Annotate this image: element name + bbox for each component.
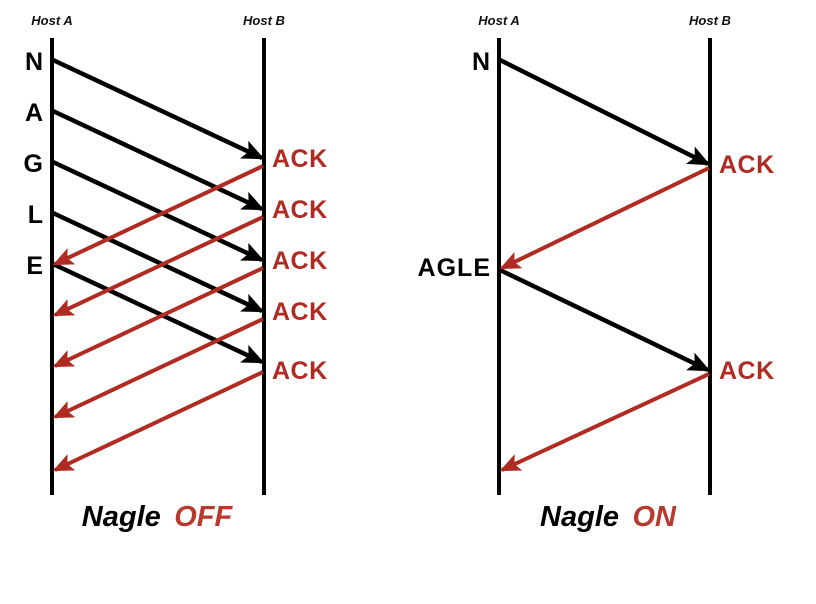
- ack-label: ACK: [272, 298, 328, 326]
- ack-segment-arrow: [52, 215, 264, 317]
- ack-segment-arrow: [499, 166, 710, 270]
- byte-label-e: E: [26, 252, 44, 280]
- data-segment-arrow: [52, 57, 265, 161]
- panel-nagle-off: Host A Host B N A G L E ACK ACK: [24, 13, 328, 533]
- data-segment-arrow: [52, 210, 265, 314]
- ack-segment-arrow: [499, 372, 710, 472]
- caption-nagle-on: Nagle ON: [540, 501, 677, 533]
- ack-label: ACK: [272, 357, 328, 385]
- ack-label: ACK: [272, 145, 328, 173]
- data-segment-arrow: [52, 108, 265, 212]
- host-b-label-right: Host B: [689, 13, 731, 28]
- data-segment-arrow: [52, 261, 265, 365]
- ack-label: ACK: [719, 151, 775, 179]
- host-b-label-left: Host B: [243, 13, 285, 28]
- ack-segment-arrow: [52, 266, 264, 368]
- caption-word-nagle: Nagle: [540, 501, 619, 533]
- ack-label: ACK: [719, 357, 775, 385]
- data-segment-arrow: [498, 57, 711, 167]
- ack-segment-arrow: [52, 370, 264, 472]
- data-segment-arrow: [499, 267, 711, 373]
- caption-word-state: ON: [632, 501, 677, 533]
- byte-label-agle: AGLE: [418, 254, 491, 282]
- data-segment-arrow: [52, 159, 265, 263]
- host-a-label-left: Host A: [31, 13, 72, 28]
- ack-segment-arrow: [52, 164, 264, 266]
- byte-label-a: A: [25, 99, 44, 127]
- panel-nagle-on: Host A Host B N AGLE ACK ACK Nagle ON: [418, 13, 775, 533]
- caption-nagle-off: Nagle OFF: [82, 501, 234, 533]
- host-a-label-right: Host A: [478, 13, 519, 28]
- ack-label: ACK: [272, 196, 328, 224]
- caption-word-state: OFF: [174, 501, 233, 533]
- byte-label-n: N: [25, 48, 44, 76]
- byte-label-g: G: [24, 150, 44, 178]
- byte-label-l: L: [28, 201, 44, 229]
- byte-label-n-right: N: [472, 48, 491, 76]
- ack-segment-arrow: [52, 317, 264, 419]
- caption-word-nagle: Nagle: [82, 501, 161, 533]
- ack-label: ACK: [272, 247, 328, 275]
